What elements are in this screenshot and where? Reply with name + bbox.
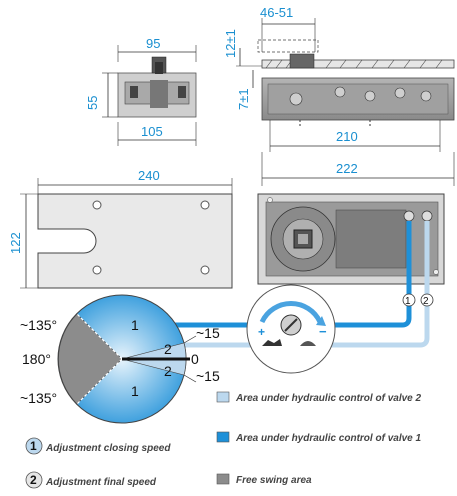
swing-zone-pie: 1 2 2 1 ~135° 180° ~135° ~15 0 ~15 [20,294,220,424]
dim-55: 55 [85,96,100,110]
legend-marker-1 [25,437,43,455]
legend-free-swing: Free swing area [236,475,312,486]
valve-2-label: 2 [423,296,429,307]
minus-sign: − [319,324,327,339]
zone-2-bottom: 2 [164,363,172,379]
dim-46-51: 46-51 [260,5,293,20]
legend-marker-2-num: 2 [30,473,37,487]
plus-sign: + [258,325,265,339]
angle-135-bottom: ~135° [20,390,57,406]
legend-adj-final: Adjustment final speed [45,477,157,488]
valve-lines: 1 2 [160,221,434,352]
hare-icon [262,339,282,346]
legend-swatch-valve1 [216,431,230,443]
legend-swatch-free-swing [216,473,230,485]
dim-12: 12±1 [223,29,238,58]
dim-210: 210 [336,129,358,144]
zone-1-top: 1 [131,317,139,333]
cement-box-drawing: 240 122 [8,168,233,289]
angle-0: 0 [191,351,199,367]
side-section-drawing: 46-51 12±1 7±1 210 222 [223,5,455,186]
dim-122: 122 [8,232,23,254]
dim-105: 105 [141,124,163,139]
zone-2-top: 2 [164,341,172,357]
dim-222: 222 [336,161,358,176]
legend-valve1-area: Area under hydraulic control of valve 1 [235,433,421,444]
angle-180: 180° [22,351,51,367]
legend-valve2-area: Area under hydraulic control of valve 2 [235,393,421,404]
small-part-drawing: 95 55 105 [85,36,197,146]
valve-1-label: 1 [405,296,411,307]
legend: Area under hydraulic control of valve 2 … [25,391,421,489]
tortoise-icon [300,341,316,346]
angle-15-bottom: ~15 [196,368,220,384]
dim-7: 7±1 [236,88,251,110]
adjustment-valve-icon: + − [246,284,336,374]
angle-135-top: ~135° [20,317,57,333]
angle-15-top: ~15 [196,325,220,341]
legend-swatch-valve2 [216,391,230,403]
closer-top-view [257,193,445,285]
dim-95: 95 [146,36,160,51]
legend-marker-1-num: 1 [30,439,37,453]
dim-240: 240 [138,168,160,183]
legend-marker-2 [25,471,43,489]
zone-1-bottom: 1 [131,383,139,399]
legend-adj-closing: Adjustment closing speed [45,443,171,454]
